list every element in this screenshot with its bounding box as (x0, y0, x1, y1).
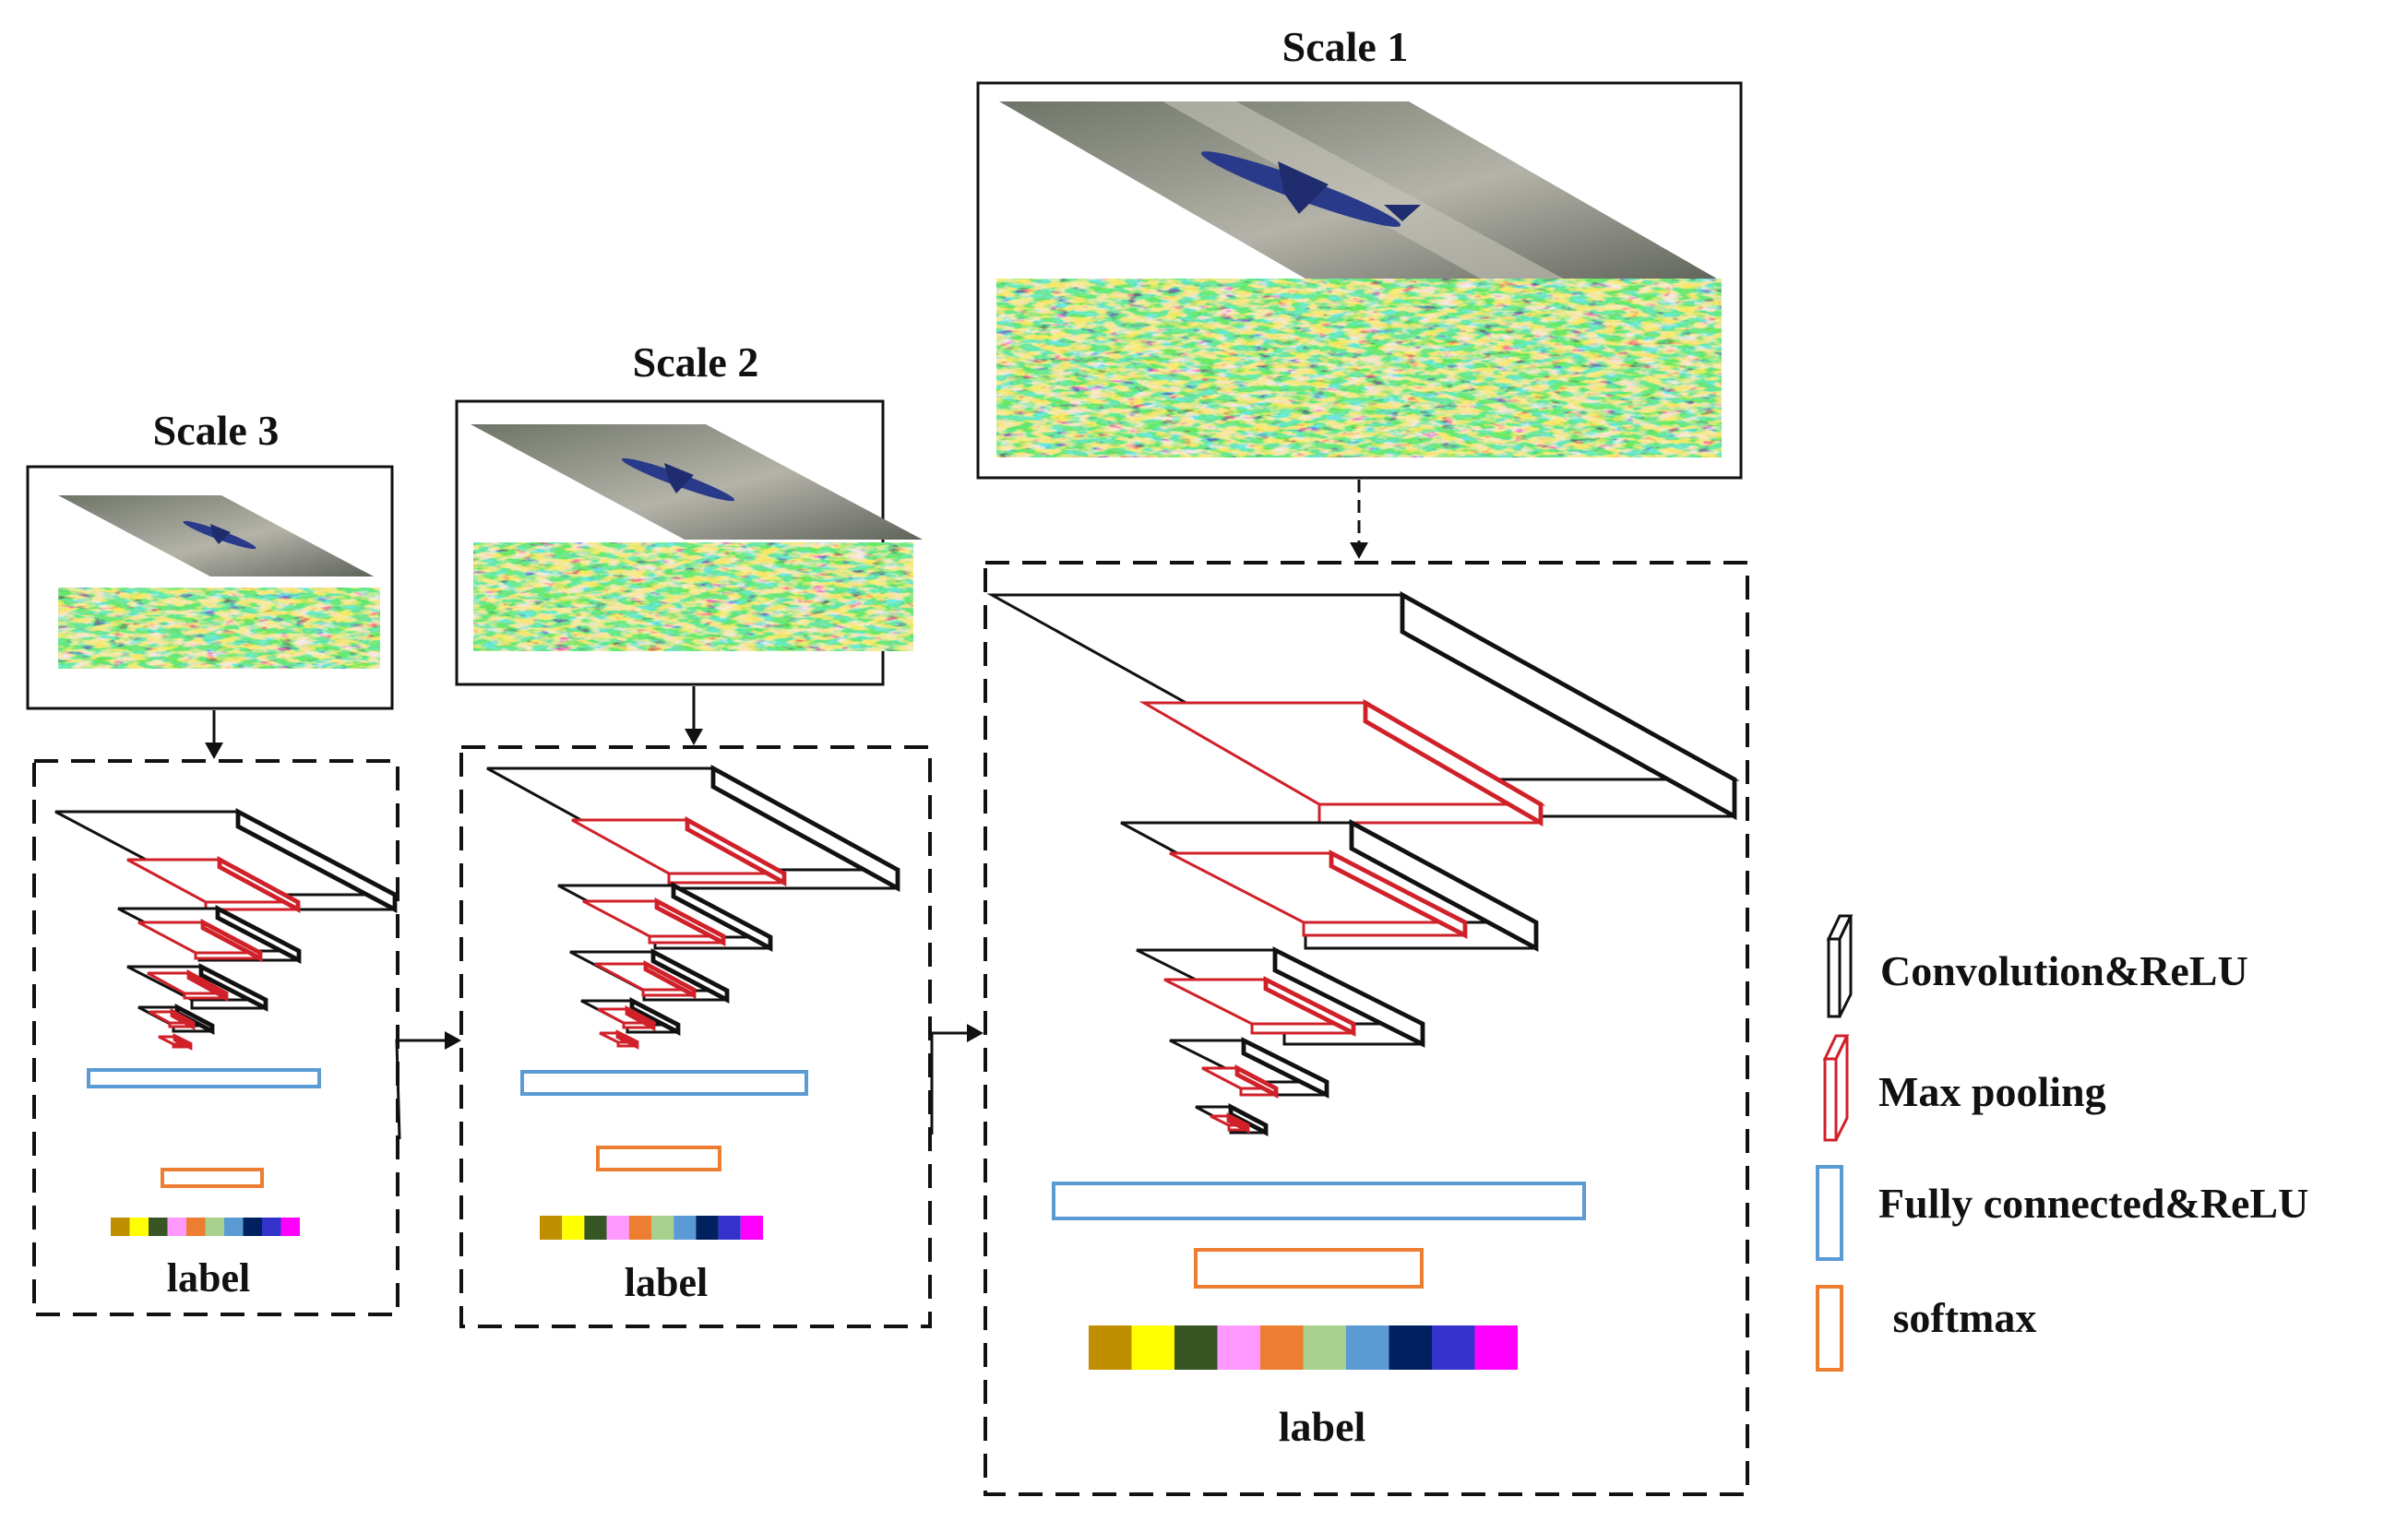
scale-3-label-text: label (166, 1255, 251, 1301)
legend-softmax-icon (1816, 1285, 1843, 1372)
s3-conv-4-side (174, 1004, 215, 1035)
s2-conv-2-side (671, 882, 773, 952)
s1-label-strip-cell-1 (1089, 1325, 1132, 1370)
s1-label-strip-cell-2 (1131, 1325, 1174, 1370)
s3-label-strip-cell-2 (129, 1218, 149, 1236)
s2-label-strip-cell-10 (740, 1216, 763, 1240)
s3-pool-1-side (217, 855, 301, 914)
s2-label-strip-cell-4 (606, 1216, 629, 1240)
s2-label-strip-cell-3 (584, 1216, 607, 1240)
s3-label-strip-cell-1 (111, 1218, 130, 1236)
s2-pool-4-side (625, 1004, 656, 1032)
s1-pool-5-side (1226, 1112, 1250, 1134)
s1-label-strip-cell-9 (1432, 1325, 1475, 1370)
legend-conv-icon (1826, 914, 1854, 1018)
s2-label-strip-cell-8 (696, 1216, 719, 1240)
legend-icons (1816, 914, 1854, 1372)
s1-label-strip-cell-4 (1217, 1325, 1260, 1370)
legend-softmax-label: softmax (1882, 1294, 2037, 1341)
s3-label-strip-cell-8 (243, 1218, 262, 1236)
s1-pool-3-side (1263, 976, 1356, 1037)
s2-conv-3-side (650, 948, 730, 1004)
legend-conv-label: Convolution&ReLU (1880, 947, 2248, 994)
scale-1-network-box (983, 561, 1749, 1496)
s3-conv-3-side (198, 963, 268, 1012)
scale-3-input-panel (26, 465, 394, 710)
scale-1-feature-map (996, 279, 1722, 458)
s1-label-strip-cell-5 (1260, 1325, 1304, 1370)
s1-pool-1-front (1317, 802, 1543, 825)
s2-label-strip-cell-9 (718, 1216, 741, 1240)
s2-pool-5-side (615, 1029, 639, 1050)
scale-3-network-box (32, 759, 399, 1316)
s1-pool-2-side (1329, 850, 1468, 939)
s1-conv-4-side (1241, 1037, 1329, 1099)
s1-label-strip-cell-7 (1346, 1325, 1389, 1370)
s1-softmax (1194, 1248, 1424, 1289)
s2-label-strip-cell-1 (540, 1216, 563, 1240)
s1-pool-1-side (1363, 698, 1544, 827)
s3-pool-2-side (200, 919, 263, 962)
scale-1-label-text: label (1278, 1403, 1366, 1450)
airplane-icon (1200, 151, 1421, 227)
s1-label-strip-cell-3 (1174, 1325, 1218, 1370)
scale-2-title: Scale 2 (632, 339, 759, 386)
s3-pool-4-side (170, 1007, 196, 1031)
s3-fully-connected (87, 1068, 321, 1088)
s3-label-strip-cell-4 (167, 1218, 186, 1236)
s3-softmax (161, 1168, 264, 1188)
s3-label-strip-cell-7 (224, 1218, 244, 1236)
s1-pool-4-side (1234, 1064, 1279, 1099)
s2-label-strip-cell-7 (674, 1216, 697, 1240)
s3-conv-1-side (235, 808, 398, 913)
scale-2-label-text: label (624, 1260, 709, 1305)
s3-label-strip-cell-9 (262, 1218, 281, 1236)
s2-conv-4-side (629, 997, 681, 1036)
legend-pool-label: Max pooling (1878, 1068, 2106, 1115)
airplane-icon (621, 458, 735, 502)
s1-label-strip-cell-6 (1303, 1325, 1346, 1370)
arrow-scale2-to-scale1 (930, 1031, 969, 1135)
scale-2-input-panel (455, 399, 923, 686)
legend-fc-label: Fully connected&ReLU (1878, 1180, 2309, 1227)
scale-1-input-panel (976, 81, 1743, 480)
s2-label-strip-cell-6 (651, 1216, 674, 1240)
s3-conv-2-side (215, 905, 302, 964)
scale-2-network-box (459, 745, 932, 1328)
scale-3-feature-map (58, 588, 380, 669)
s2-label-strip-cell-5 (628, 1216, 651, 1240)
s1-conv-2-side (1349, 818, 1539, 953)
s3-pool-5-side (173, 1033, 193, 1051)
s3-pool-3-side (186, 969, 229, 1003)
s2-pool-1-side (685, 815, 787, 887)
legend-pool-icon (1822, 1034, 1850, 1142)
s2-pool-3-side (643, 959, 697, 1000)
s1-conv-5-side (1228, 1103, 1269, 1136)
s2-conv-1-side (710, 764, 900, 893)
s3-label-strip-cell-5 (186, 1218, 206, 1236)
arrow-scale3-to-scale2 (395, 1039, 447, 1140)
s3-label-strip-cell-10 (280, 1218, 300, 1236)
s3-label-strip-cell-3 (149, 1218, 168, 1236)
s1-label-strip-cell-8 (1389, 1325, 1432, 1370)
s1-conv-3-side (1272, 946, 1425, 1048)
scale-2-feature-map (473, 542, 913, 651)
s2-label-strip-cell-2 (562, 1216, 585, 1240)
legend-fc-icon (1816, 1165, 1843, 1261)
airplane-icon (183, 520, 256, 550)
s2-softmax (596, 1146, 721, 1171)
s1-fully-connected (1052, 1182, 1586, 1220)
s1-conv-1-side (1400, 590, 1737, 821)
scale-3-title: Scale 3 (152, 407, 280, 454)
scale-1-title: Scale 1 (1281, 23, 1409, 70)
s1-label-strip-cell-10 (1474, 1325, 1518, 1370)
s2-pool-2-side (654, 897, 726, 946)
s3-label-strip-cell-6 (205, 1218, 224, 1236)
s2-fully-connected (520, 1070, 808, 1096)
